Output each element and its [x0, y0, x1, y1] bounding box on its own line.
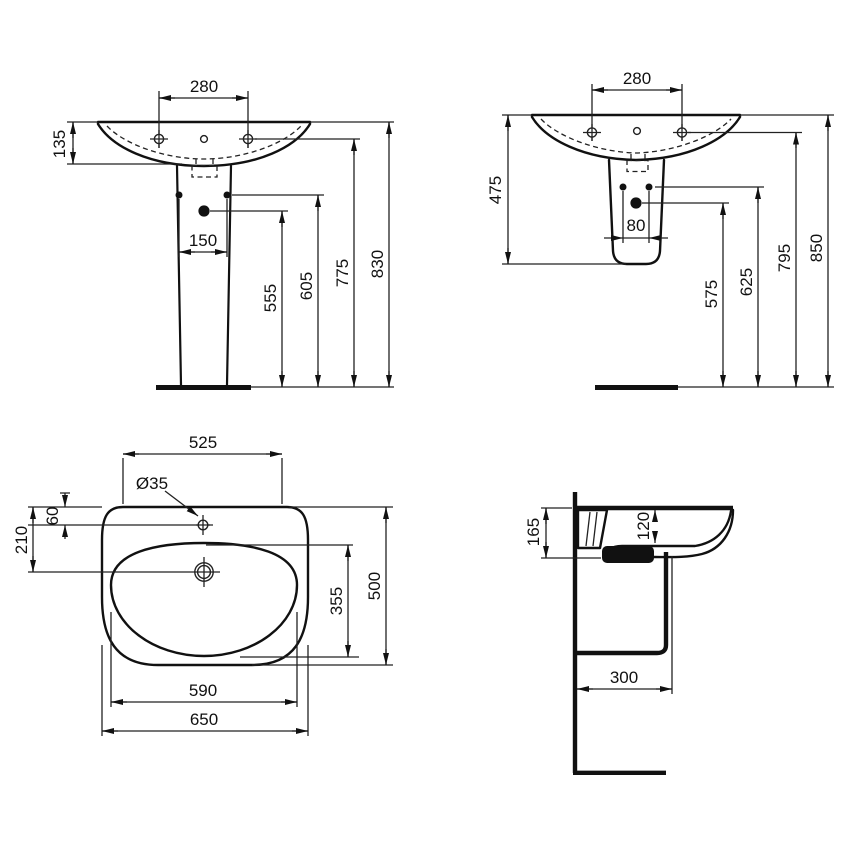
dim-775-label: 775: [333, 259, 352, 287]
fixing-hole-right: [645, 183, 653, 191]
dim-850-label: 850: [807, 234, 826, 262]
dim-80-label: 80: [627, 216, 646, 235]
tap-deck-section: [576, 508, 609, 550]
fixing-hole-left: [619, 183, 627, 191]
view-side: 165 120 300: [524, 492, 735, 775]
dim-120-label: 120: [634, 512, 653, 540]
dim-280-label: 280: [623, 69, 651, 88]
drain-outer: [194, 562, 214, 582]
dim-135-label: 135: [50, 130, 69, 158]
dim-830-label: 830: [368, 250, 387, 278]
dim-605-label: 605: [297, 272, 316, 300]
dim-355-label: 355: [327, 587, 346, 615]
basin-inner-dashed: [106, 125, 302, 160]
dim-650-label: 650: [190, 710, 218, 729]
bowl-inner-profile: [604, 509, 733, 558]
dim-625-label: 625: [737, 268, 756, 296]
fixing-hole-left: [175, 191, 183, 199]
dim-165-label: 165: [524, 518, 543, 546]
drain-hidden-outline: [191, 164, 218, 178]
view-front-pedestal: 280 135 150 555 605 775 830: [50, 77, 394, 390]
tap-hole-leader: [164, 490, 199, 517]
drain-inner: [196, 564, 212, 580]
pedestal-left-edge: [175, 164, 183, 387]
tap-hole-crosshairs: [150, 130, 257, 148]
drain-hidden-outline: [626, 159, 649, 173]
tap-hole-crosshairs: [583, 124, 691, 141]
dim-150-label: 150: [189, 231, 217, 250]
dim-795-label: 795: [775, 244, 794, 272]
dim-210-label: 210: [12, 526, 31, 554]
drain-hidden-stubs: [195, 159, 214, 165]
dim-dia35-label: Ø35: [136, 474, 168, 493]
dim-300-label: 300: [610, 668, 638, 687]
fixing-hole-right: [223, 191, 231, 199]
drain-hidden-stubs: [630, 154, 646, 160]
dim-475-label: 475: [486, 176, 505, 204]
dim-590-label: 590: [189, 681, 217, 700]
drain-trap-boss: [602, 546, 654, 563]
overflow-hole: [632, 126, 642, 136]
pedestal-right-edge: [225, 164, 233, 387]
dim-60-label: 60: [43, 507, 62, 526]
overflow-hole: [199, 134, 209, 144]
semi-pedestal-profile: [577, 552, 669, 656]
view-top: 525 Ø35 60 210 355 500 590: [12, 433, 393, 736]
dim-575-label: 575: [702, 280, 721, 308]
dim-555-label: 555: [261, 284, 280, 312]
basin-outer-outline: [100, 505, 310, 667]
semi-pedestal-outline: [607, 158, 666, 266]
basin-inner-dashed: [540, 118, 732, 154]
bowl-inner-outline: [109, 541, 299, 658]
view-front-semi-pedestal: 280 475 80 575 625 795 850: [486, 69, 834, 390]
drain-point: [630, 197, 642, 209]
drain-point: [198, 205, 210, 217]
dim-500-label: 500: [365, 572, 384, 600]
dim-525-label: 525: [189, 433, 217, 452]
dim-280-label: 280: [190, 77, 218, 96]
tap-hole-section-lines: [585, 511, 598, 547]
